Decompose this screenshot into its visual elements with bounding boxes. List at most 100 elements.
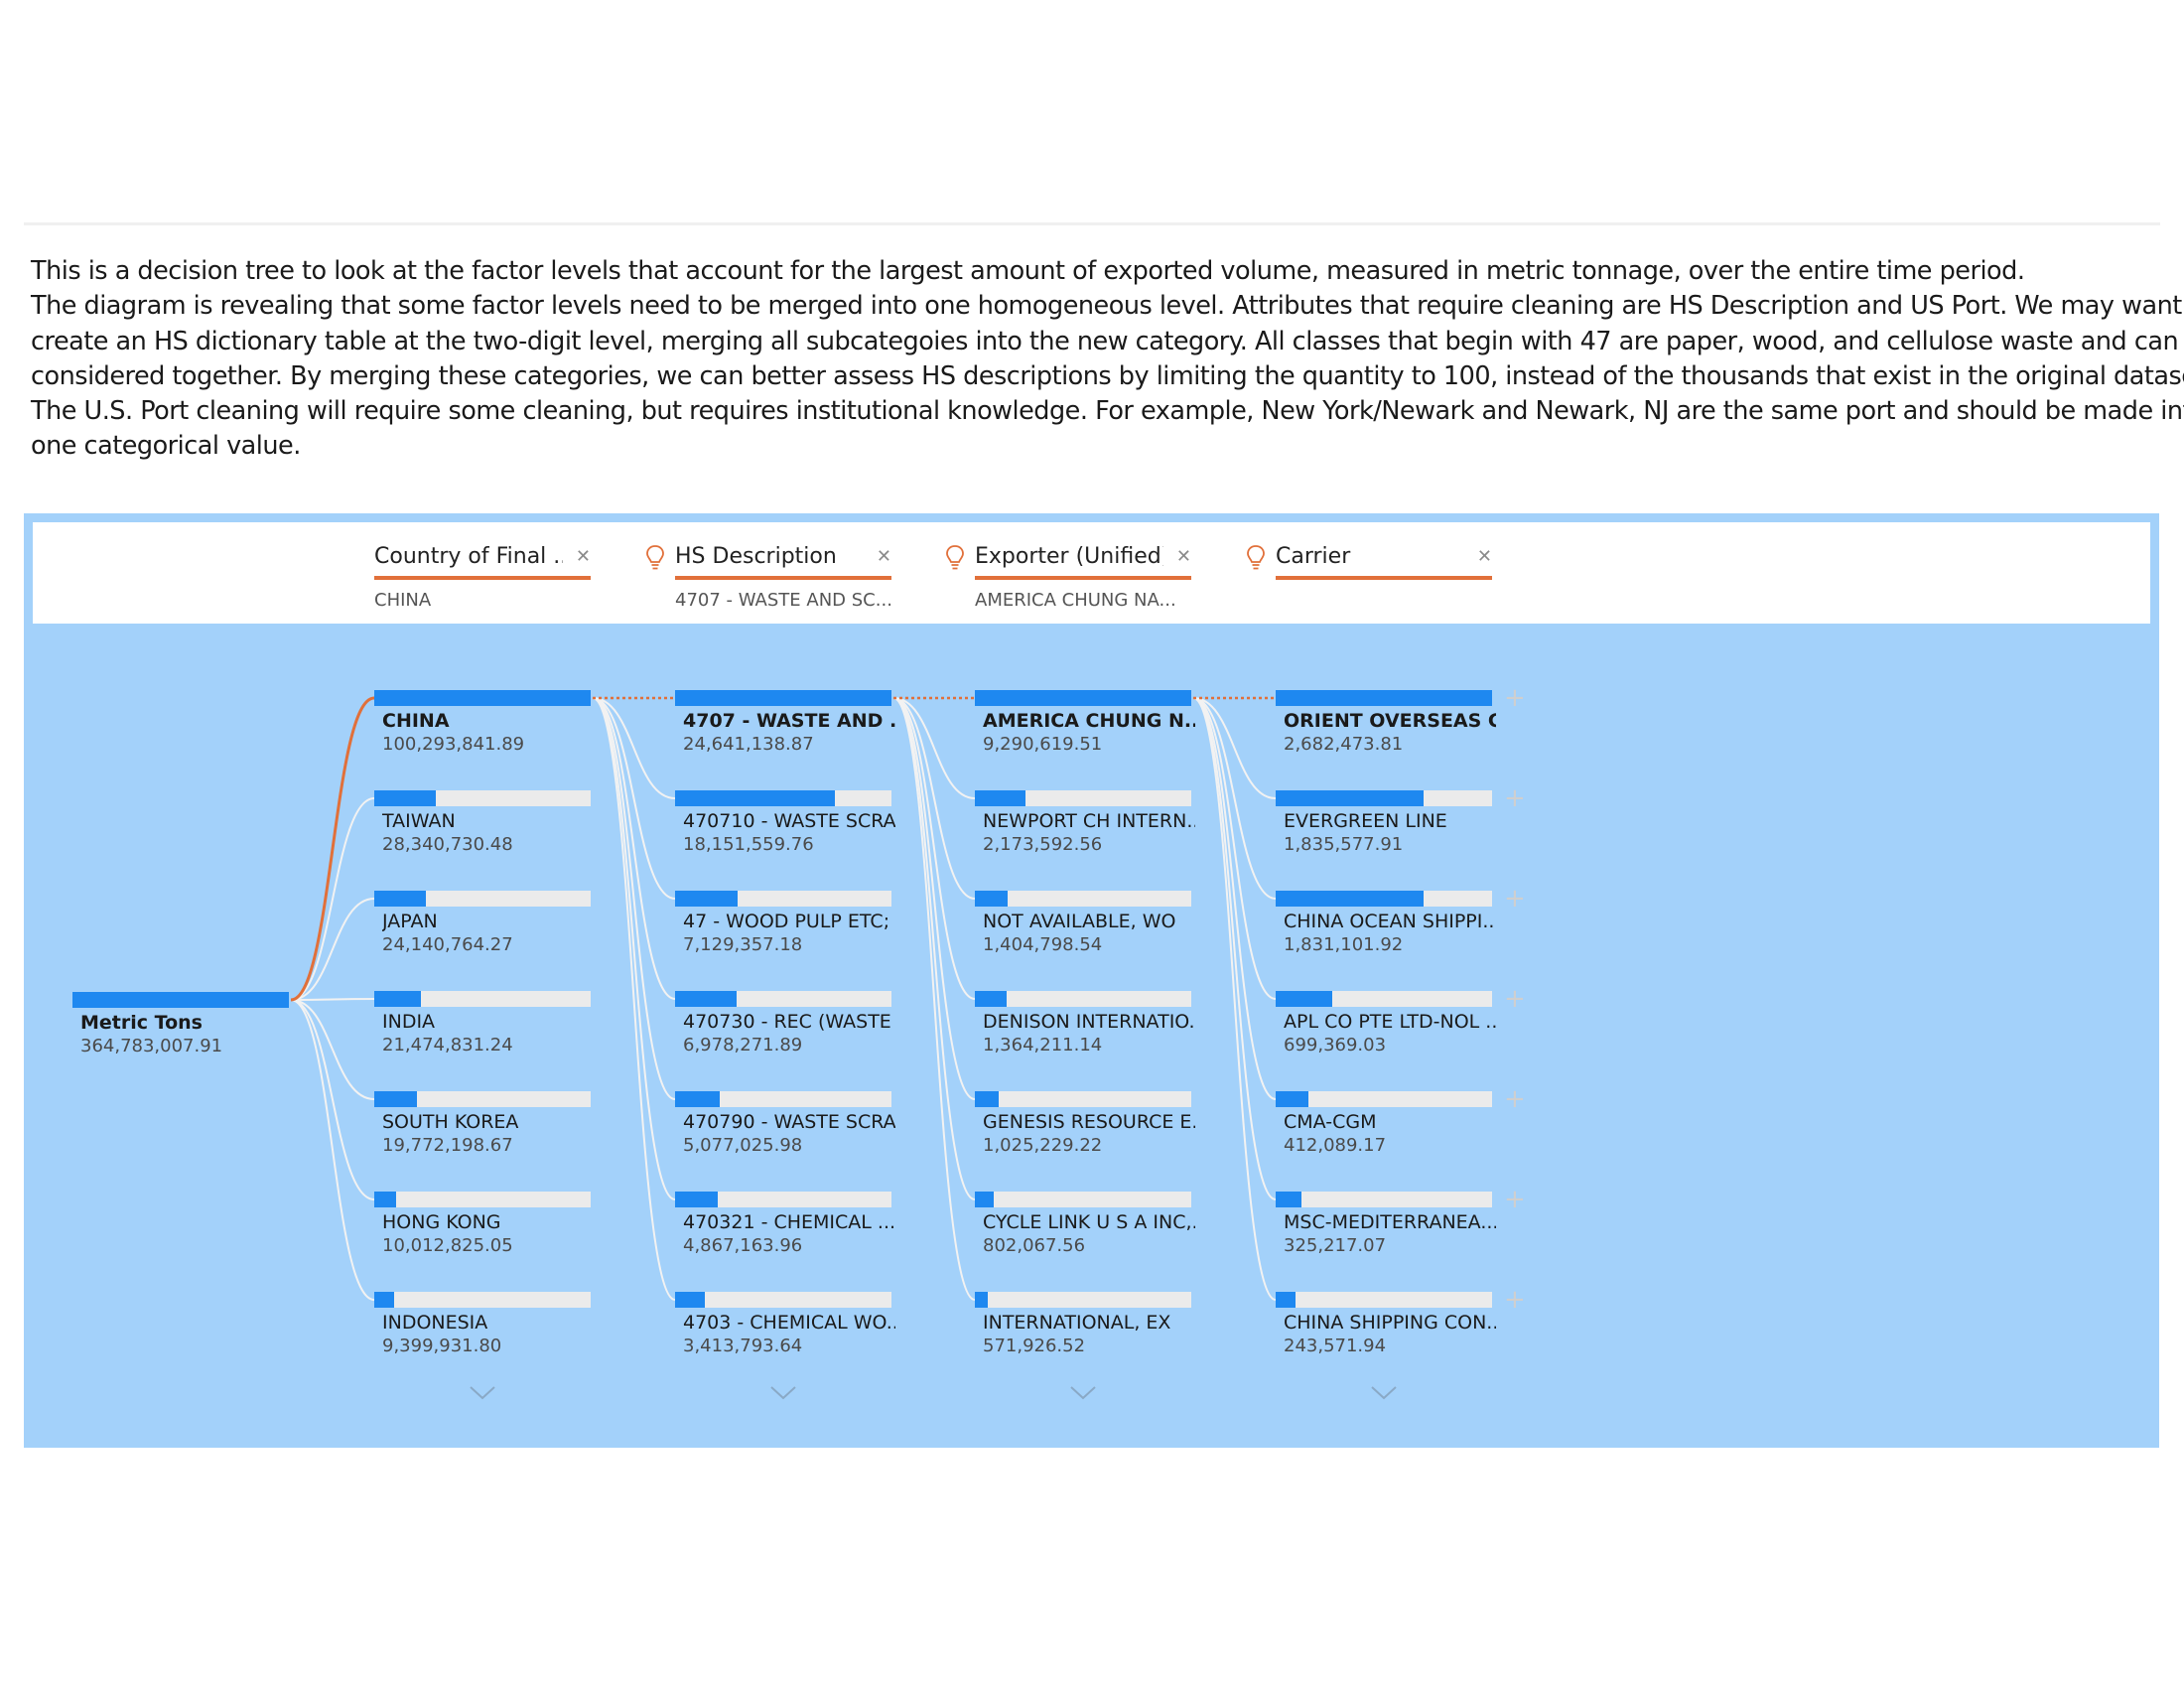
close-icon[interactable]: ✕ [876, 546, 891, 567]
expand-plus-icon[interactable]: + [1504, 1084, 1526, 1114]
node-bar-fill [374, 790, 436, 806]
top-divider [24, 222, 2160, 225]
level-header-title-row[interactable]: Country of Final ... ✕ [374, 544, 591, 580]
node-bar-track [374, 1091, 591, 1107]
node-label: MSC-MEDITERRANEA... [1284, 1211, 1496, 1233]
node-bar-fill [1276, 690, 1492, 706]
node-label: AMERICA CHUNG N... [983, 710, 1195, 732]
node-bar-track [675, 690, 891, 706]
node-value: 19,772,198.67 [382, 1135, 513, 1156]
node-label: 4703 - CHEMICAL WO... [683, 1312, 895, 1334]
tree-link [592, 697, 676, 900]
node-label: 47 - WOOD PULP ETC; ... [683, 911, 895, 932]
node-bar-fill [975, 991, 1007, 1007]
node-bar-fill [975, 690, 1191, 706]
description-line: considered together. By merging these ca… [31, 360, 2184, 391]
description-line: This is a decision tree to look at the f… [31, 256, 2025, 286]
node-bar-track [675, 1292, 891, 1308]
chevron-down-icon[interactable] [1369, 1384, 1399, 1402]
node-bar-fill [675, 891, 738, 907]
tree-link [892, 697, 976, 799]
node-value: 802,067.56 [983, 1235, 1086, 1256]
selected-path-link [290, 696, 375, 1002]
tree-link [1192, 697, 1277, 1100]
tree-link [592, 697, 676, 1200]
close-icon[interactable]: ✕ [575, 546, 591, 567]
chevron-down-icon[interactable] [1068, 1384, 1098, 1402]
node-value: 28,340,730.48 [382, 834, 513, 855]
node-label: HONG KONG [382, 1211, 501, 1233]
node-label: EVERGREEN LINE [1284, 810, 1447, 832]
node-bar-track [374, 690, 591, 706]
node-value: 100,293,841.89 [382, 734, 525, 755]
node-value: 2,173,592.56 [983, 834, 1103, 855]
node-bar-track [1276, 1192, 1492, 1207]
node-value: 24,140,764.27 [382, 934, 513, 955]
level-header-title-row[interactable]: Carrier ✕ [1276, 544, 1492, 580]
node-value: 10,012,825.05 [382, 1235, 513, 1256]
expand-plus-icon[interactable]: + [1504, 783, 1526, 813]
tree-link [1192, 697, 1277, 799]
node-label: 470790 - WASTE SCRA... [683, 1111, 895, 1133]
node-bar-track [1276, 790, 1492, 806]
node-bar-track [374, 891, 591, 907]
tree-link [892, 697, 976, 1301]
close-icon[interactable]: ✕ [1476, 546, 1492, 567]
description-line: one categorical value. [31, 431, 301, 462]
node-label: ORIENT OVERSEAS C... [1284, 710, 1496, 732]
level-header-title[interactable]: HS Description [675, 544, 837, 569]
chevron-down-icon[interactable] [768, 1384, 798, 1402]
description-text: This is a decision tree to look at the f… [31, 254, 2184, 465]
node-bar-fill [374, 690, 591, 706]
node-label: INTERNATIONAL, EX [983, 1312, 1171, 1334]
expand-plus-icon[interactable]: + [1504, 884, 1526, 914]
chevron-down-icon[interactable] [468, 1384, 497, 1402]
expand-plus-icon[interactable]: + [1504, 984, 1526, 1014]
node-bar-track [374, 991, 591, 1007]
expand-plus-icon[interactable]: + [1504, 1285, 1526, 1315]
node-value: 1,404,798.54 [983, 934, 1103, 955]
tree-link [290, 999, 375, 1100]
node-value: 412,089.17 [1284, 1135, 1387, 1156]
node-bar-track [675, 891, 891, 907]
expand-plus-icon[interactable]: + [1504, 683, 1526, 713]
node-bar-track [1276, 1091, 1492, 1107]
node-bar-track [975, 991, 1191, 1007]
node-label: 470321 - CHEMICAL ... [683, 1211, 895, 1233]
node-label: Metric Tons [80, 1012, 203, 1034]
node-bar-fill [975, 1091, 999, 1107]
tree-link [290, 999, 375, 1200]
node-bar-track [1276, 991, 1492, 1007]
tree-link [1192, 697, 1277, 1000]
level-header-title-row[interactable]: Exporter (Unified) ✕ [975, 544, 1191, 580]
level-header: HS Description✕4707 - WASTE AND SC... [646, 544, 892, 611]
ai-split-lightbulb-icon [946, 545, 964, 570]
node-bar-fill [975, 1292, 988, 1308]
tree-links [290, 696, 1277, 1301]
node-label: CMA-CGM [1284, 1111, 1377, 1133]
level-header-title[interactable]: Exporter (Unified) [975, 544, 1163, 569]
node-bar-track [975, 1292, 1191, 1308]
level-header-title[interactable]: Country of Final ... [374, 544, 563, 569]
expand-plus-icon[interactable]: + [1504, 1185, 1526, 1214]
description-line: The U.S. Port cleaning will require some… [31, 396, 2184, 427]
node-label: 4707 - WASTE AND ... [683, 710, 895, 732]
close-icon[interactable]: ✕ [1175, 546, 1191, 567]
node-bar-track [1276, 1292, 1492, 1308]
node-bar-fill [72, 992, 289, 1008]
tree-link [592, 697, 676, 1000]
level-header-title[interactable]: Carrier [1276, 544, 1351, 569]
tree-link [290, 998, 375, 1001]
node-bar-fill [374, 991, 421, 1007]
node-bar-fill [975, 790, 1025, 806]
node-bar-track [975, 790, 1191, 806]
node-bar-fill [675, 991, 737, 1007]
tree-link [592, 697, 676, 799]
tree-link [892, 697, 976, 1000]
level-header-title-row[interactable]: HS Description ✕ [675, 544, 891, 580]
tree-link [592, 697, 676, 1301]
node-bar-track [675, 1192, 891, 1207]
node-value: 1,831,101.92 [1284, 934, 1404, 955]
